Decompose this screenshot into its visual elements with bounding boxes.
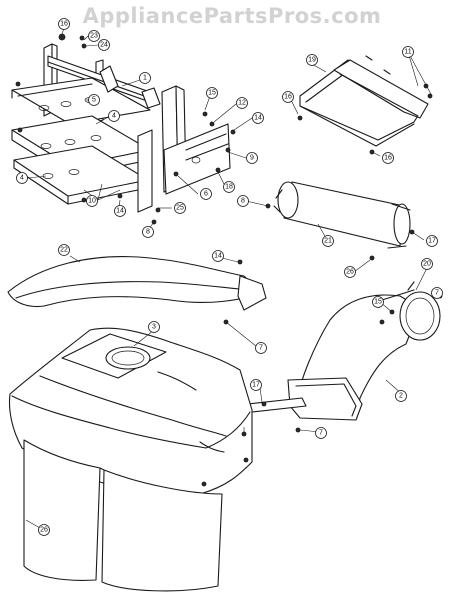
deflector-assembly: [297, 55, 433, 155]
svg-text:4: 4: [20, 175, 24, 182]
svg-text:17: 17: [428, 238, 436, 245]
svg-text:24: 24: [100, 42, 108, 49]
svg-text:26: 26: [346, 269, 354, 276]
svg-text:21: 21: [324, 238, 332, 245]
callout-3: 3: [148, 321, 160, 333]
callout-14-top: 14: [252, 112, 264, 124]
svg-text:16: 16: [384, 155, 392, 162]
callout-15-top: 15: [206, 87, 218, 99]
svg-text:7: 7: [259, 345, 263, 352]
svg-text:9: 9: [250, 155, 254, 162]
svg-text:15: 15: [208, 90, 216, 97]
svg-text:12: 12: [238, 100, 246, 107]
svg-text:14: 14: [254, 115, 262, 122]
leader-lines: [25, 27, 441, 529]
callout-20: 20: [421, 258, 433, 270]
svg-text:26: 26: [40, 527, 48, 534]
callout-23: 23: [88, 30, 100, 42]
svg-text:16: 16: [284, 94, 292, 101]
svg-text:1: 1: [143, 75, 147, 82]
grass-bags: [23, 439, 223, 592]
callout-25: 25: [174, 202, 186, 214]
lower-duct: [241, 281, 443, 437]
chute: [7, 256, 267, 325]
callout-2: 2: [395, 390, 407, 402]
svg-text:2: 2: [399, 393, 403, 400]
svg-text:23: 23: [90, 33, 98, 40]
svg-text:11: 11: [404, 49, 411, 56]
callout-8-frame: 8: [142, 226, 154, 238]
callout-21: 21: [322, 235, 334, 247]
svg-text:16: 16: [60, 21, 68, 28]
svg-text:4: 4: [112, 113, 116, 120]
svg-text:6: 6: [204, 191, 208, 198]
callout-9: 9: [246, 152, 258, 164]
svg-text:18: 18: [225, 184, 233, 191]
callout-8-tube: 8: [237, 195, 249, 207]
svg-text:14: 14: [116, 208, 124, 215]
svg-text:25: 25: [176, 205, 184, 212]
callout-4-upper: 4: [108, 110, 120, 122]
svg-text:10: 10: [88, 198, 96, 205]
svg-text:3: 3: [152, 324, 156, 331]
svg-text:14: 14: [214, 253, 222, 260]
callout-24: 24: [98, 39, 110, 51]
callout-11: 11: [402, 46, 414, 58]
svg-text:15: 15: [374, 299, 382, 306]
watermark-text: AppliancePartsPros.com: [82, 4, 382, 28]
svg-text:19: 19: [308, 57, 316, 64]
svg-text:22: 22: [60, 247, 68, 254]
callout-1: 1: [139, 72, 151, 84]
callout-26-tube: 26: [344, 266, 356, 278]
callout-14-chute: 14: [212, 250, 224, 262]
callout-5: 5: [88, 94, 100, 106]
callout-16-left: 16: [282, 91, 294, 103]
callout-26-bags: 26: [38, 524, 50, 536]
svg-text:5: 5: [92, 97, 96, 104]
upper-tube: [265, 181, 415, 261]
bagger-lid: [8, 327, 253, 495]
svg-text:7: 7: [319, 430, 323, 437]
callout-18: 18: [223, 181, 235, 193]
callout-4-lower: 4: [16, 172, 28, 184]
callout-10: 10: [86, 195, 98, 207]
callout-7-right: 7: [431, 287, 443, 299]
svg-text:8: 8: [241, 198, 245, 205]
callout-15-duct: 15: [372, 296, 384, 308]
svg-text:8: 8: [146, 229, 150, 236]
callout-16-top: 16: [58, 18, 70, 30]
callout-6: 6: [200, 188, 212, 200]
svg-text:17: 17: [252, 382, 260, 389]
callout-17-tube: 17: [426, 235, 438, 247]
callout-14-frame: 14: [114, 205, 126, 217]
callout-17-duct: 17: [250, 379, 262, 391]
callout-16-right: 16: [382, 152, 394, 164]
svg-text:20: 20: [423, 261, 431, 268]
callout-7-bottom: 7: [315, 427, 327, 439]
callout-12: 12: [236, 97, 248, 109]
svg-text:7: 7: [435, 290, 439, 297]
callout-19: 19: [306, 54, 318, 66]
callout-7-chute: 7: [255, 342, 267, 354]
callout-22: 22: [58, 244, 70, 256]
